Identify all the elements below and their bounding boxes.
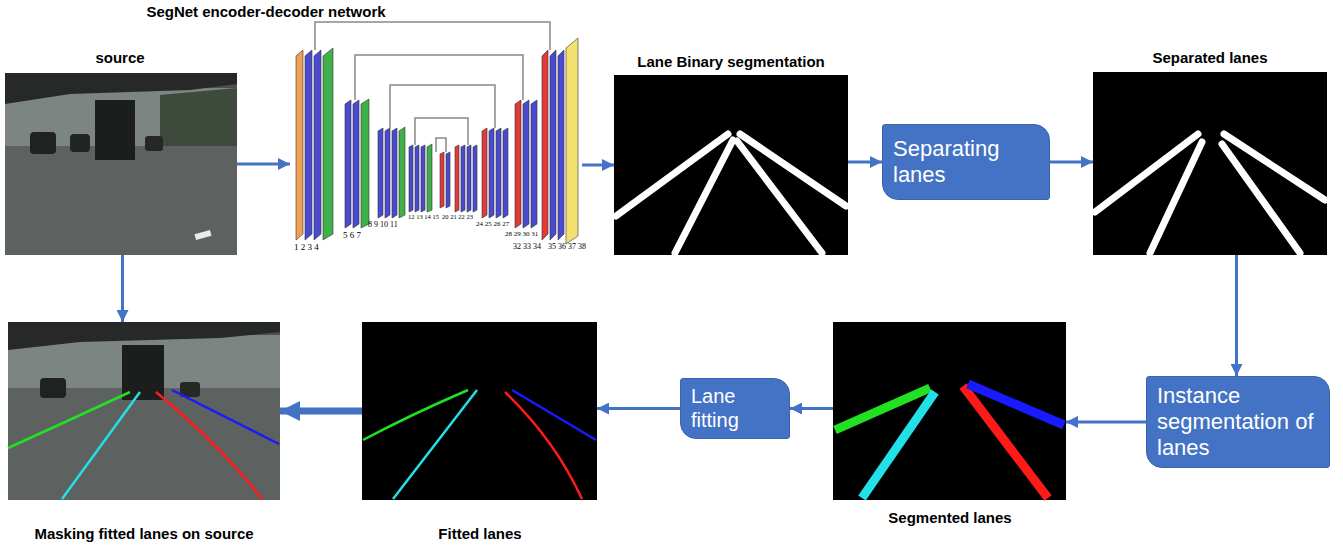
- box-label: Lane fitting: [691, 385, 779, 432]
- process-box: Instance segmentation of lanes: [1146, 376, 1330, 468]
- panel-heading: Separated lanes: [1152, 49, 1267, 66]
- layer-number: 35 36 37 38: [548, 242, 586, 251]
- flow-arrow: [1066, 420, 1146, 423]
- process-box: Lane fitting: [680, 378, 790, 439]
- process-box: Separating lanes: [882, 124, 1050, 200]
- image-panel: Lane Binary segmentation: [614, 75, 848, 255]
- image-panel: Segmented lanes: [833, 322, 1066, 500]
- flow-arrow: [582, 164, 614, 167]
- image-panel: SegNet encoder-decoder network: [290, 20, 582, 258]
- box-text-group: Separating lanes: [893, 136, 1039, 188]
- layer-number: 12 13 14 15: [408, 213, 439, 220]
- layer-number: 20 21 22 23: [442, 213, 473, 220]
- panel-heading: source: [95, 49, 144, 66]
- box-label: Separating lanes: [893, 136, 1039, 188]
- layer-number: 32 33 34: [513, 242, 541, 251]
- separated-mask: [1093, 72, 1327, 255]
- image-panel: Fitted lanes: [362, 322, 597, 500]
- panel-heading: SegNet encoder-decoder network: [146, 3, 385, 20]
- image-panel: Masking fitted lanes on source: [8, 322, 280, 500]
- box-label: Instance segmentation of lanes: [1157, 383, 1319, 461]
- layer-number: 8 9 10 11: [368, 220, 398, 229]
- layer-number: 24 25 26 27: [476, 220, 509, 228]
- panel-heading: Lane Binary segmentation: [637, 53, 825, 70]
- flow-arrow: [597, 407, 680, 410]
- road-photo: [5, 73, 237, 255]
- flow-arrow: [237, 163, 290, 166]
- image-panel: Separated lanes: [1093, 72, 1327, 255]
- flow-arrow: [280, 408, 362, 415]
- flow-arrow: [848, 161, 882, 164]
- box-text-group: Lane fitting: [691, 385, 779, 432]
- segnet-network: [296, 22, 578, 244]
- binary-mask: [614, 75, 848, 255]
- overlay-photo: [8, 322, 280, 500]
- layer-number: 28 29 30 31: [505, 230, 538, 238]
- box-text-group: Instance segmentation of lanes: [1157, 383, 1319, 461]
- flow-arrow: [1235, 255, 1238, 376]
- panel-heading: Segmented lanes: [888, 509, 1011, 526]
- fitted-lines: [362, 322, 597, 500]
- layer-number: 1 2 3 4: [294, 242, 319, 252]
- instance-mask: [833, 322, 1066, 500]
- panel-heading: Masking fitted lanes on source: [34, 525, 253, 542]
- flow-arrow: [790, 407, 833, 410]
- flow-arrow: [121, 255, 124, 322]
- layer-number: 5 6 7: [343, 230, 361, 240]
- image-panel: source: [5, 73, 237, 255]
- panel-heading: Fitted lanes: [438, 525, 521, 542]
- flow-arrow: [1050, 161, 1093, 164]
